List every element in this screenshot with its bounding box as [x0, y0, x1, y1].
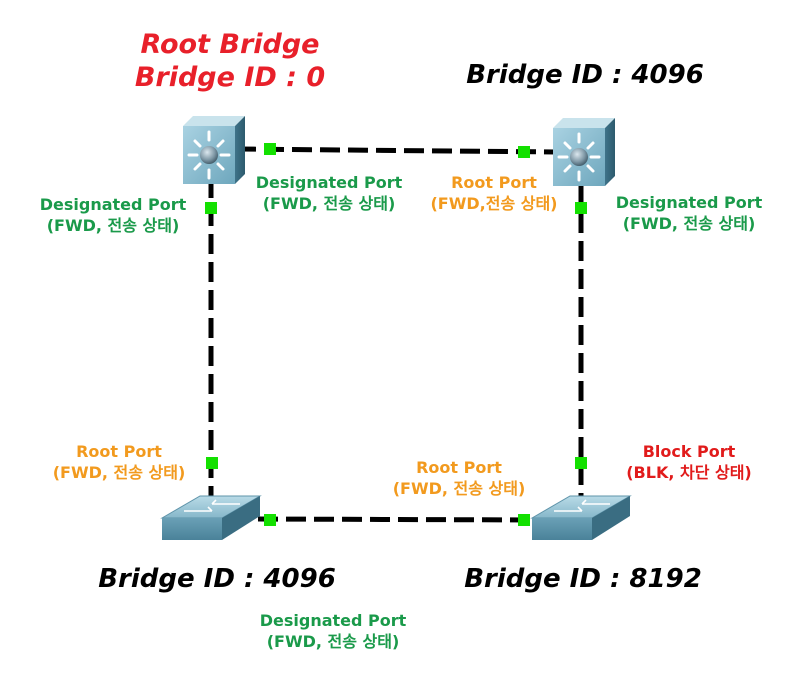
port-role: Block Port	[642, 442, 736, 461]
port-dot-bottom-right-up	[575, 457, 587, 469]
port-label-bottom-right-left: Root Port (FWD, 전송 상태)	[374, 457, 544, 499]
port-label-top-right-left: Root Port (FWD,전송 상태)	[414, 172, 574, 214]
port-dot-top-right-left	[518, 146, 530, 158]
port-dot-root-right	[264, 143, 276, 155]
port-dot-bottom-right-left	[518, 514, 530, 526]
port-role: Designated Port	[39, 195, 187, 214]
link-root-to-top-right	[235, 146, 557, 155]
root-bridge-id: Bridge ID : 0	[134, 62, 326, 93]
port-state: (FWD, 전송 상태)	[46, 216, 180, 235]
port-label-bottom-left-up: Root Port (FWD, 전송 상태)	[34, 441, 204, 483]
port-role: Root Port	[76, 442, 162, 461]
port-label-root-right: Designated Port (FWD, 전송 상태)	[244, 172, 414, 214]
port-label-bottom-right-up: Block Port (BLK, 차단 상태)	[604, 441, 774, 483]
links	[208, 146, 584, 523]
port-label-root-left: Designated Port (FWD, 전송 상태)	[28, 194, 198, 236]
bottom-right-bridge-switch-icon[interactable]	[530, 495, 632, 540]
port-state: (FWD, 전송 상태)	[622, 214, 756, 233]
port-state: (FWD, 전송 상태)	[392, 479, 526, 498]
top-right-bridge-switch-icon[interactable]	[553, 118, 615, 186]
link-bottom-left-to-bottom-right	[257, 516, 539, 523]
port-label-top-right-down: Designated Port (FWD, 전송 상태)	[604, 192, 774, 234]
root-bridge-title: Root Bridge Bridge ID : 0	[110, 28, 350, 94]
port-dot-top-right-down	[575, 202, 587, 214]
root-bridge-switch-icon[interactable]	[183, 116, 245, 184]
bottom-left-bridge-id: Bridge ID : 4096	[98, 564, 336, 594]
root-bridge-label: Root Bridge	[140, 29, 320, 60]
port-role: Designated Port	[259, 611, 407, 630]
port-role: Designated Port	[615, 193, 763, 212]
port-state: (FWD, 전송 상태)	[262, 194, 396, 213]
port-role: Root Port	[451, 173, 537, 192]
port-role: Designated Port	[255, 173, 403, 192]
port-label-bottom-left-right: Designated Port (FWD, 전송 상태)	[248, 610, 418, 652]
port-state: (FWD, 전송 상태)	[52, 463, 186, 482]
port-dot-root-down	[205, 202, 217, 214]
port-dots	[205, 143, 587, 526]
bottom-right-bridge-id: Bridge ID : 8192	[464, 564, 702, 594]
port-dot-bottom-left-up	[206, 457, 218, 469]
port-dot-bottom-left-right	[264, 514, 276, 526]
port-role: Root Port	[416, 458, 502, 477]
port-state: (FWD,전송 상태)	[430, 194, 558, 213]
top-right-bridge-id: Bridge ID : 4096	[466, 60, 704, 90]
bottom-left-bridge-switch-icon[interactable]	[160, 495, 262, 540]
port-state: (FWD, 전송 상태)	[266, 632, 400, 651]
port-state: (BLK, 차단 상태)	[626, 463, 752, 482]
